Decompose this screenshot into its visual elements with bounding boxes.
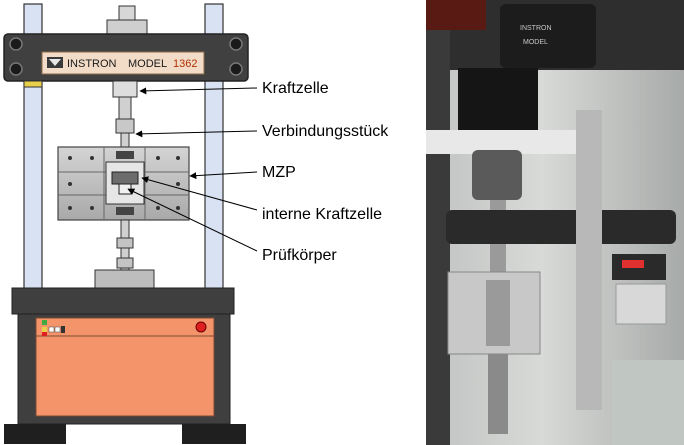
lower-grip-base bbox=[94, 269, 155, 289]
control-panel bbox=[35, 317, 215, 337]
internal-load-cell bbox=[111, 171, 139, 185]
load-cell bbox=[112, 80, 138, 98]
photo-instrument bbox=[612, 360, 684, 445]
callout-arrow bbox=[135, 130, 258, 138]
top-actuator-cap bbox=[118, 5, 136, 21]
photo-connector bbox=[472, 150, 522, 200]
screw-icon bbox=[90, 206, 94, 210]
screw-icon bbox=[156, 206, 160, 210]
cabinet-front-panel bbox=[35, 335, 215, 417]
screw-icon bbox=[68, 156, 72, 160]
screw-icon bbox=[156, 156, 160, 160]
top-actuator-body bbox=[106, 19, 148, 35]
photo-display-digits bbox=[622, 260, 644, 268]
photo-stand bbox=[576, 110, 602, 410]
photo-lower-rod bbox=[488, 354, 508, 434]
upper-rod-2 bbox=[120, 132, 130, 148]
lower-coupling bbox=[116, 257, 134, 269]
callout-connector: Verbindungsstück bbox=[262, 123, 389, 140]
model-number: 1362 bbox=[173, 58, 197, 70]
status-led-icon bbox=[61, 326, 65, 333]
status-led-icon bbox=[42, 320, 47, 325]
status-led-icon bbox=[48, 326, 55, 333]
limit-marker-icon bbox=[23, 80, 43, 88]
photo-mzp-center bbox=[486, 280, 510, 346]
photo-crosshead-red bbox=[426, 0, 486, 30]
callout-arrow bbox=[127, 188, 258, 252]
status-led-icon bbox=[42, 332, 47, 336]
callout-arrow bbox=[141, 176, 258, 211]
bolt-icon bbox=[9, 62, 23, 76]
photo-sensor-arm bbox=[446, 210, 676, 244]
photo-model: MODEL bbox=[523, 39, 548, 46]
nameplate bbox=[41, 51, 205, 75]
callout-labels: Kraftzelle Verbindungsstück MZP interne … bbox=[262, 80, 389, 264]
status-led-icon bbox=[54, 326, 61, 333]
screw-icon bbox=[176, 156, 180, 160]
screw-icon bbox=[90, 156, 94, 160]
callout-load-cell: Kraftzelle bbox=[262, 80, 329, 97]
status-led-icon bbox=[42, 327, 47, 332]
screw-icon bbox=[176, 206, 180, 210]
callout-specimen: Prüfkörper bbox=[262, 247, 337, 264]
lower-coupling bbox=[116, 237, 134, 249]
machine-table bbox=[11, 287, 235, 315]
emergency-stop-button bbox=[195, 321, 207, 333]
screw-icon bbox=[176, 182, 180, 186]
foot-right bbox=[182, 424, 246, 444]
bolt-icon bbox=[9, 37, 23, 51]
connector bbox=[115, 118, 135, 134]
photo-load-cell bbox=[458, 68, 538, 130]
model-label: MODEL bbox=[128, 58, 167, 70]
mzp-clamp bbox=[116, 207, 134, 215]
photo-brand: INSTRON bbox=[520, 25, 552, 32]
upper-rod bbox=[118, 96, 132, 120]
callout-arrows bbox=[127, 87, 258, 252]
photo-control-box bbox=[615, 283, 667, 325]
foot-left bbox=[4, 424, 66, 444]
mzp-clamp bbox=[116, 151, 134, 159]
brand-name: INSTRON bbox=[67, 58, 117, 70]
callout-arrow bbox=[139, 87, 258, 95]
bolt-icon bbox=[229, 62, 243, 76]
machine-photo: INSTRON MODEL bbox=[426, 0, 684, 445]
callout-arrow bbox=[189, 171, 258, 180]
specimen bbox=[118, 183, 132, 195]
logo-mark-icon bbox=[49, 59, 61, 66]
screw-icon bbox=[68, 182, 72, 186]
machine-schematic: INSTRON MODEL 1362 bbox=[3, 3, 249, 444]
callout-mzp: MZP bbox=[262, 164, 296, 181]
bolt-icon bbox=[229, 37, 243, 51]
photo-actuator bbox=[500, 4, 596, 68]
screw-icon bbox=[68, 206, 72, 210]
callout-internal-load-cell: interne Kraftzelle bbox=[262, 206, 382, 223]
